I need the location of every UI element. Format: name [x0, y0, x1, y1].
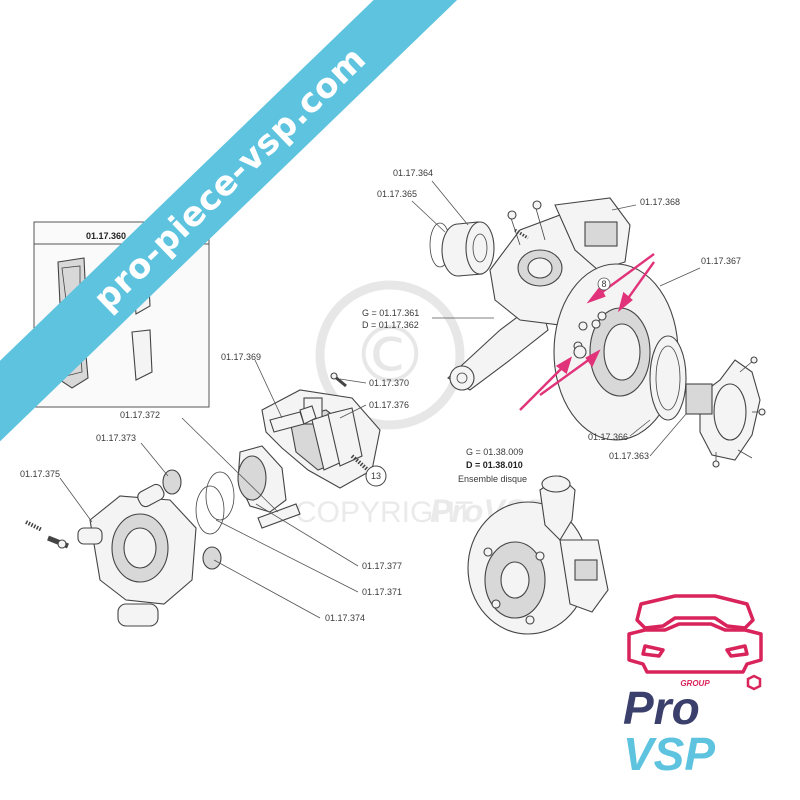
- label-01-17-367: 01.17.367: [701, 256, 741, 266]
- label-disc-g: G = 01.38.009: [466, 447, 523, 457]
- label-01-17-374: 01.17.374: [325, 613, 365, 623]
- wheel-bearing: [441, 221, 495, 277]
- brake-pad-right-bottom: [131, 329, 153, 381]
- guide-pin-lower: [257, 503, 301, 529]
- leader-lines: [59, 180, 701, 619]
- arrow-3-head: [555, 356, 573, 374]
- bleed-nipple: [25, 520, 43, 532]
- arrow-4-head: [585, 349, 601, 368]
- arrow-4: [539, 355, 595, 396]
- caliper-screw: [47, 535, 69, 549]
- hub-flange: [685, 356, 766, 468]
- label-01-17-376: 01.17.376: [369, 400, 409, 410]
- brake-disc: [553, 263, 679, 441]
- label-01-17-361: G = 01.17.361: [362, 308, 419, 318]
- callout-13-text: 13: [371, 471, 381, 481]
- callout-8: 8: [597, 277, 611, 291]
- label-01-17-370: 01.17.370: [369, 378, 409, 388]
- disc-assembly: [467, 475, 609, 635]
- logo-group-text: GROUP: [680, 679, 710, 688]
- hub-seal-ring: [649, 335, 687, 421]
- piston-seals: [195, 471, 235, 535]
- label-01-17-366: 01.17.366: [588, 432, 628, 442]
- brake-pads-pair: [311, 407, 363, 471]
- highlight-arrows: [519, 253, 655, 411]
- part-labels: 01.17.364 01.17.365 01.17.368 01.17.367 …: [20, 168, 741, 623]
- caliper-body: [77, 483, 197, 627]
- label-01-17-371: 01.17.371: [362, 587, 402, 597]
- callout-8-text: 8: [601, 279, 606, 289]
- provsp-logo: GROUP Pro VSP: [623, 594, 763, 775]
- hex-nut-icon: [746, 674, 762, 691]
- label-01-17-375: 01.17.375: [20, 469, 60, 479]
- anti-rattle-spring: [350, 454, 370, 472]
- arrow-1: [593, 253, 655, 299]
- arrow-2-head: [617, 291, 633, 313]
- copyright-symbol: ©: [351, 311, 429, 401]
- dust-cap-lower: [202, 546, 222, 570]
- label-01-17-365: 01.17.365: [377, 189, 417, 199]
- label-01-17-372: 01.17.372: [120, 410, 160, 420]
- label-disc-d: D = 01.38.010: [466, 460, 523, 470]
- logo-pro-text: Pro: [623, 682, 700, 734]
- arrow-3: [519, 363, 567, 411]
- copyright-text: COPYRIGHT: [295, 496, 473, 529]
- label-01-17-362: D = 01.17.362: [362, 320, 419, 330]
- logo-vsp-text: VSP: [623, 728, 715, 775]
- label-01-17-368: 01.17.368: [640, 197, 680, 207]
- label-disc-caption: Ensemble disque: [458, 474, 527, 484]
- car-outline-icon: [627, 594, 763, 674]
- guide-pin-upper: [269, 405, 317, 433]
- arrow-1-head: [586, 285, 606, 304]
- label-01-17-364: 01.17.364: [393, 168, 433, 178]
- caliper-piston: [237, 445, 287, 513]
- kit-box-title: 01.17.360: [86, 231, 126, 241]
- label-01-17-373: 01.17.373: [96, 433, 136, 443]
- label-01-17-369: 01.17.369: [221, 352, 261, 362]
- callout-13: 13: [365, 465, 387, 487]
- bleed-screw: [330, 372, 347, 388]
- label-01-17-377: 01.17.377: [362, 561, 402, 571]
- label-01-17-363: 01.17.363: [609, 451, 649, 461]
